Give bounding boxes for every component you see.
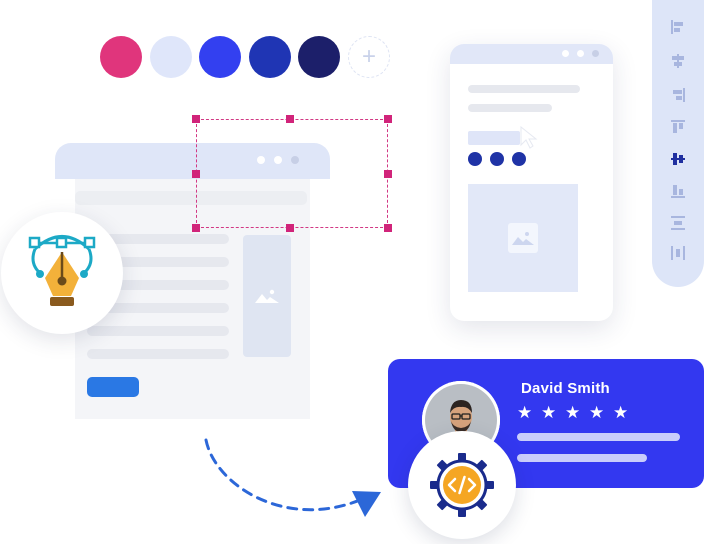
align-top-icon[interactable]	[668, 117, 688, 137]
swatch-light-blue[interactable]	[150, 36, 192, 78]
window-dot	[562, 50, 569, 57]
window-dot	[274, 156, 282, 164]
resize-handle[interactable]	[384, 224, 392, 232]
resize-handle[interactable]	[384, 170, 392, 178]
window-dot	[257, 156, 265, 164]
text-placeholder	[468, 104, 552, 112]
text-placeholder	[87, 234, 229, 244]
option-dot[interactable]	[490, 152, 504, 166]
text-placeholder	[87, 349, 229, 359]
option-dot[interactable]	[468, 152, 482, 166]
align-middle-icon[interactable]	[668, 149, 688, 169]
window-dot	[577, 50, 584, 57]
resize-handle[interactable]	[192, 115, 200, 123]
option-dot[interactable]	[512, 152, 526, 166]
resize-handle[interactable]	[286, 115, 294, 123]
cta-button[interactable]	[87, 377, 139, 397]
image-icon	[508, 223, 538, 253]
resize-handle[interactable]	[384, 115, 392, 123]
pen-tool-badge	[1, 212, 123, 334]
image-icon	[255, 289, 279, 303]
code-badge	[408, 431, 516, 539]
window-dot	[291, 156, 299, 164]
window-dot	[592, 50, 599, 57]
text-placeholder	[87, 257, 229, 267]
plus-icon: +	[361, 43, 376, 70]
text-placeholder	[87, 303, 229, 313]
text-placeholder	[87, 326, 229, 336]
star-icon: ★	[613, 403, 629, 422]
cursor-icon	[520, 126, 538, 149]
star-icon: ★	[589, 403, 605, 422]
swatch-navy[interactable]	[298, 36, 340, 78]
image-placeholder	[468, 184, 578, 292]
code-gear-icon	[430, 453, 494, 517]
tag-placeholder	[468, 131, 520, 145]
image-placeholder	[243, 235, 291, 357]
text-placeholder	[517, 454, 647, 462]
align-center-vertical-icon[interactable]	[668, 51, 688, 71]
distribute-vertical-icon[interactable]	[668, 243, 688, 263]
star-icon: ★	[541, 403, 557, 422]
heading-placeholder	[75, 191, 307, 205]
profile-name: David Smith	[521, 380, 610, 397]
align-bottom-icon[interactable]	[668, 181, 688, 201]
swatch-bright-blue[interactable]	[199, 36, 241, 78]
pen-tool-icon	[28, 235, 96, 306]
swatch-pink[interactable]	[100, 36, 142, 78]
text-placeholder	[87, 280, 229, 290]
star-icon: ★	[517, 403, 533, 422]
mobile-wireframe	[450, 44, 613, 321]
resize-handle[interactable]	[192, 170, 200, 178]
distribute-horizontal-icon[interactable]	[668, 213, 688, 233]
align-right-icon[interactable]	[668, 85, 688, 105]
star-icon: ★	[565, 403, 581, 422]
swatch-royal-blue[interactable]	[249, 36, 291, 78]
text-placeholder	[517, 433, 680, 441]
alignment-toolbar	[652, 0, 704, 287]
page-body	[75, 179, 310, 419]
browser-bar	[450, 44, 613, 64]
resize-handle[interactable]	[286, 224, 294, 232]
add-swatch-button[interactable]: +	[348, 36, 390, 78]
text-placeholder	[468, 85, 580, 93]
align-left-icon[interactable]	[668, 17, 688, 37]
resize-handle[interactable]	[192, 224, 200, 232]
